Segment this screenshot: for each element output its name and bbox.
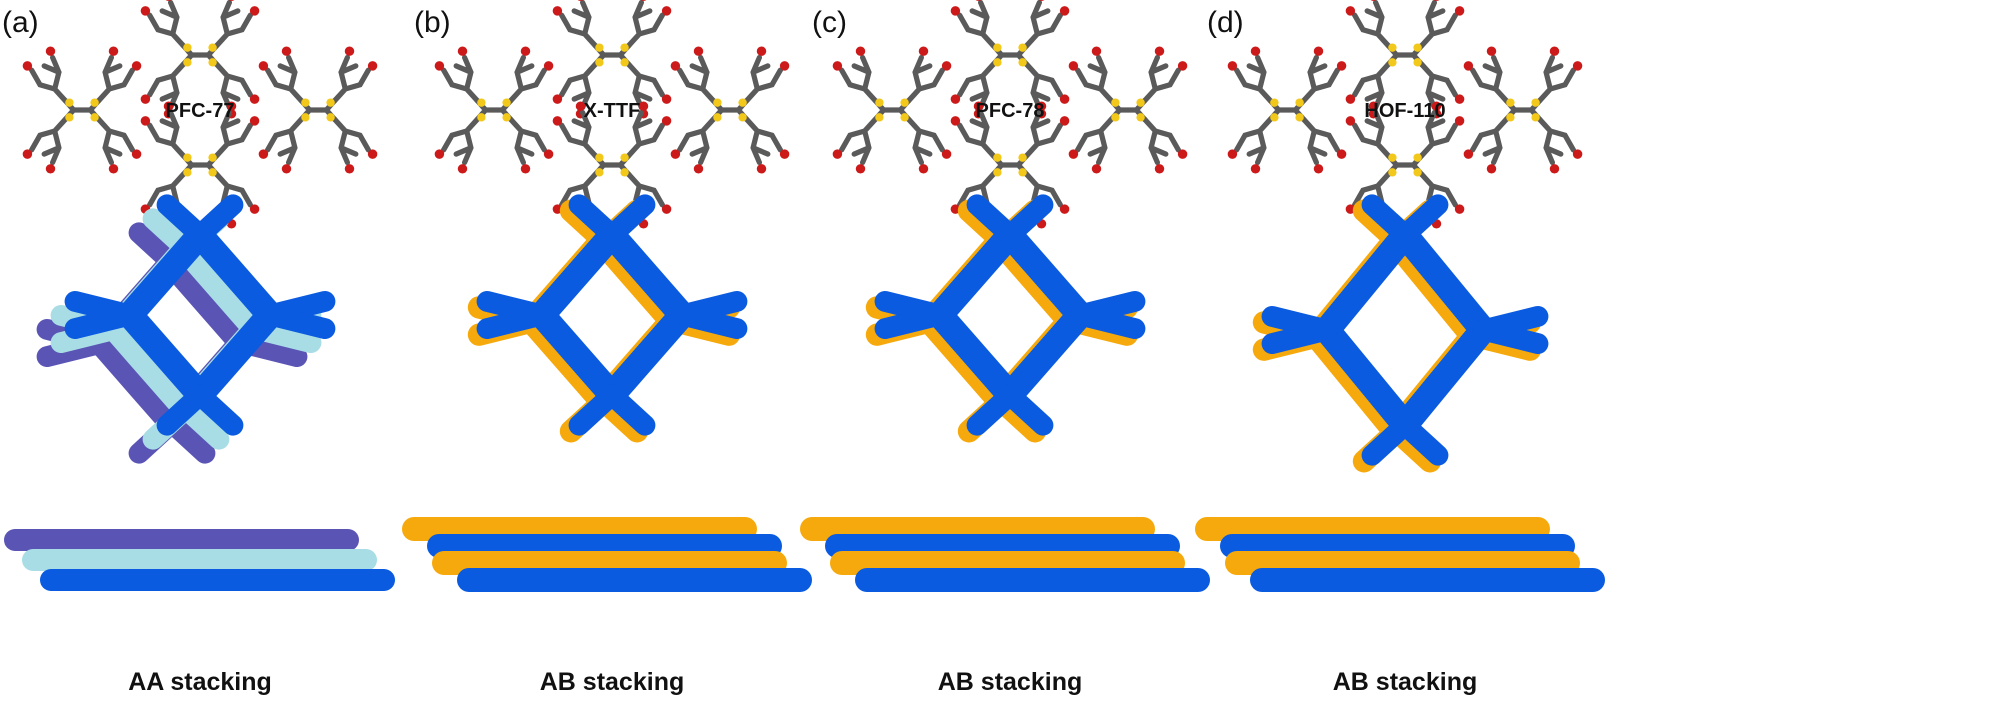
panel-label: (c) xyxy=(812,6,847,39)
stacking-label: AA stacking xyxy=(128,668,272,696)
ttf-molecule xyxy=(23,46,142,173)
framework-arm xyxy=(671,304,748,340)
framework-arm xyxy=(259,304,336,340)
framework-arm xyxy=(189,194,244,246)
ttf-molecule xyxy=(1228,46,1347,173)
framework-arm xyxy=(1261,319,1338,355)
panel-d: (d) HOF-110 AB stacking xyxy=(1195,0,1605,696)
rhombic-network xyxy=(36,194,336,464)
panel-label: (b) xyxy=(414,6,451,39)
ttf-molecule xyxy=(259,46,378,173)
framework-arm xyxy=(189,384,244,436)
framework-arm xyxy=(1472,319,1549,355)
rhombic-network xyxy=(865,194,1146,443)
stacking-label: AB stacking xyxy=(938,668,1082,696)
panel-c: (c) PFC-78 AB stacking xyxy=(800,0,1210,696)
framework-arm xyxy=(601,194,656,246)
framework-name: X-TTF xyxy=(584,100,641,122)
ttf-molecule xyxy=(435,46,554,173)
stacked-layer xyxy=(855,568,1210,592)
framework-arm xyxy=(999,384,1054,436)
stacking-label: AB stacking xyxy=(540,668,684,696)
panel-label: (a) xyxy=(2,6,39,39)
stacking-side-view xyxy=(402,517,812,592)
stacked-layer xyxy=(1250,568,1605,592)
ttf-molecule xyxy=(671,46,790,173)
stacked-layer xyxy=(457,568,812,592)
panel-a: (a) PFC-77 AA stacking xyxy=(2,0,395,696)
framework-name: PFC-77 xyxy=(166,100,235,122)
stacking-side-view xyxy=(800,517,1210,592)
framework-arm xyxy=(601,384,656,436)
panel-b: (b) X-TTF AB stacking xyxy=(402,0,812,696)
framework-name: PFC-78 xyxy=(976,100,1045,122)
framework-arm xyxy=(476,304,553,340)
stacked-layer xyxy=(4,529,359,551)
stacked-layer xyxy=(40,569,395,591)
stacking-side-view xyxy=(4,529,395,591)
framework-arm xyxy=(64,304,141,340)
framework-arm xyxy=(1394,194,1449,246)
framework-arm xyxy=(1394,414,1449,466)
framework-arm xyxy=(874,304,951,340)
ttf-molecule xyxy=(833,46,952,173)
framework-arm xyxy=(999,194,1054,246)
stacking-side-view xyxy=(1195,517,1605,592)
rhombic-network xyxy=(1252,194,1549,473)
panel-label: (d) xyxy=(1207,6,1244,39)
ttf-molecule xyxy=(1069,46,1188,173)
stacked-layer xyxy=(22,549,377,571)
rhombic-network xyxy=(467,194,748,443)
ttf-molecule xyxy=(1464,46,1583,173)
stacking-label: AB stacking xyxy=(1333,668,1477,696)
framework-arm xyxy=(1069,304,1146,340)
framework-name: HOF-110 xyxy=(1364,100,1445,122)
